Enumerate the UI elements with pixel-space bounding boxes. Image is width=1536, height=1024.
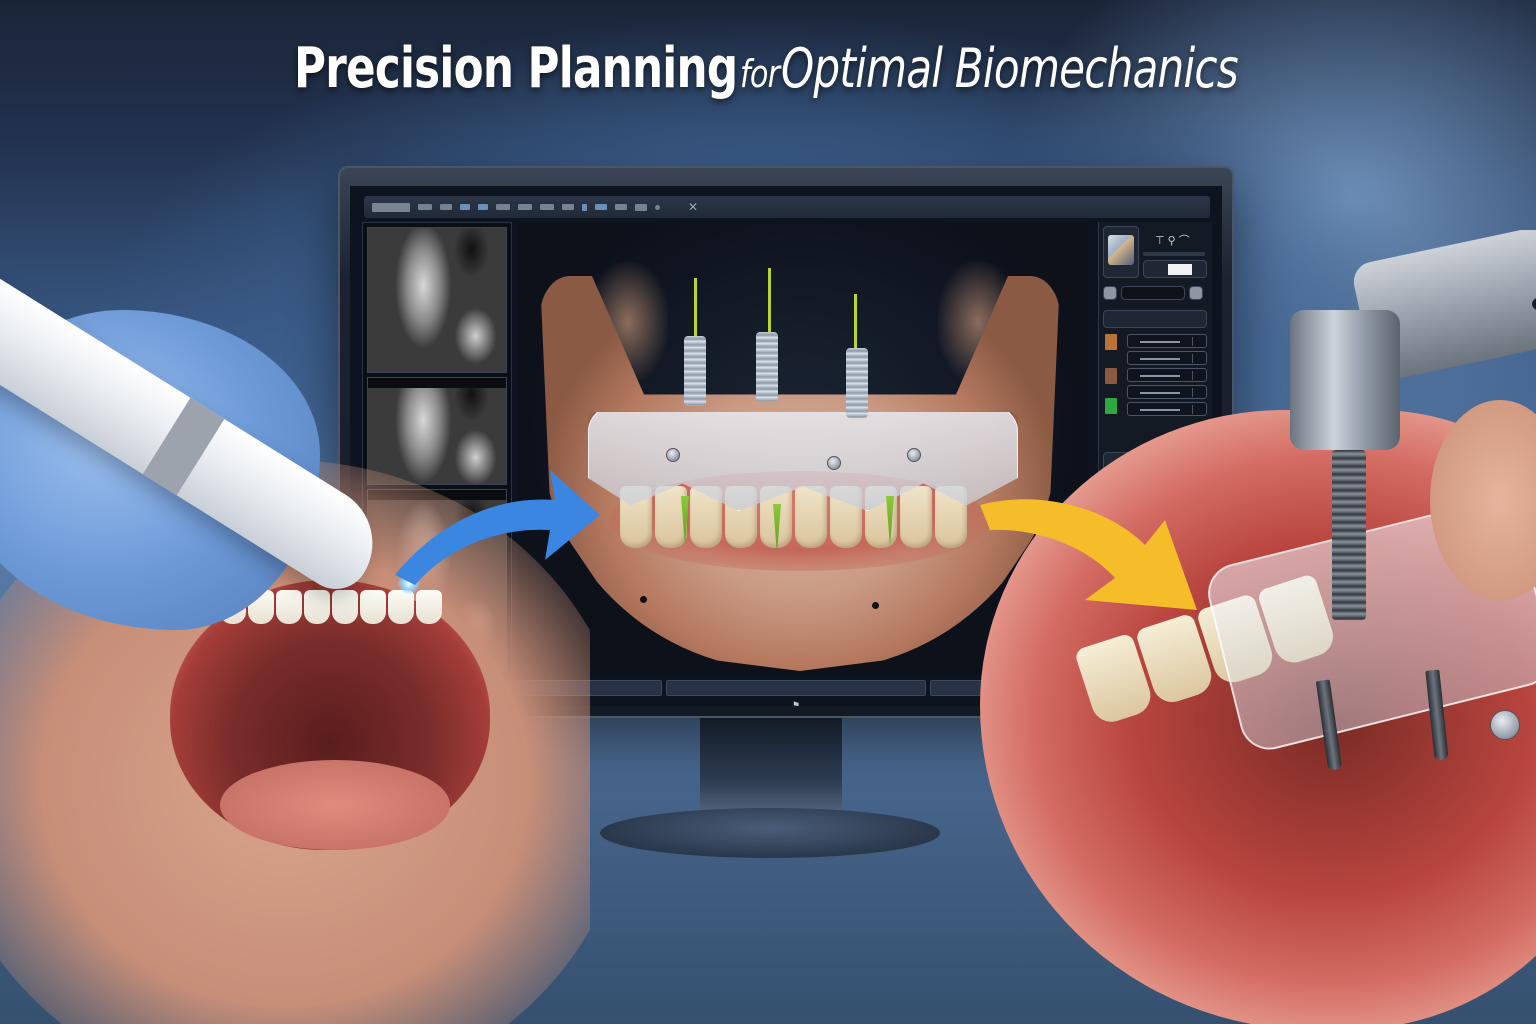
guide-screw-icon	[1490, 710, 1520, 740]
assistant-finger	[1430, 400, 1536, 600]
handpiece-head	[1290, 310, 1400, 450]
menu-item[interactable]	[562, 204, 574, 210]
tooth	[655, 486, 687, 548]
menu-item[interactable]	[418, 204, 432, 210]
menu-item[interactable]	[460, 204, 470, 210]
pin-icon[interactable]: ⚑	[792, 700, 801, 706]
headline-sub: Optimal Biomechanics	[781, 37, 1239, 100]
implant-tip	[773, 504, 781, 554]
thumbnail-image	[1108, 235, 1134, 265]
menu-item[interactable]	[635, 203, 647, 211]
toggle-left[interactable]	[1103, 286, 1117, 300]
tooth	[795, 486, 827, 548]
menu-item[interactable]	[615, 204, 627, 210]
menu-item[interactable]	[440, 204, 452, 210]
menu-item[interactable]	[540, 204, 554, 210]
guide-pin	[694, 278, 697, 368]
guided-surgery-scene	[960, 230, 1536, 1024]
toggle-right[interactable]	[1189, 286, 1203, 300]
headline: Precision Planning for Optimal Biomechan…	[0, 36, 1536, 101]
menu-item[interactable]	[478, 204, 488, 210]
color-swatch-3[interactable]	[1105, 398, 1117, 414]
slice-view-cross-section[interactable]	[367, 377, 507, 485]
menu-item[interactable]	[372, 202, 410, 212]
arrow-scan-to-plan-icon	[385, 455, 605, 595]
layer-row[interactable]	[1127, 402, 1207, 416]
implant-driver	[1332, 450, 1366, 620]
menu-item[interactable]	[582, 203, 587, 211]
close-icon[interactable]: ✕	[688, 200, 699, 214]
color-swatch-2[interactable]	[1105, 368, 1117, 384]
value-field[interactable]	[1121, 286, 1185, 300]
guide-screw-icon	[907, 448, 921, 462]
intraoral-scan-scene	[0, 220, 590, 1024]
implant-1[interactable]	[684, 336, 706, 406]
lower-teeth	[620, 486, 967, 548]
guide-screw-icon	[666, 448, 680, 462]
tooth	[900, 486, 932, 548]
guide-pin	[854, 294, 857, 374]
slice-header	[368, 378, 506, 388]
menu-bar: ✕	[364, 196, 1210, 218]
menu-item[interactable]	[496, 204, 510, 210]
menu-item[interactable]	[595, 204, 607, 210]
implant-tip	[681, 496, 689, 546]
guide-pin	[768, 268, 771, 358]
tongue	[220, 760, 450, 850]
preview-thumbnail[interactable]	[1103, 226, 1139, 278]
brush-tool[interactable]	[1143, 260, 1207, 278]
headline-main: Precision Planning	[293, 36, 738, 101]
mental-foramen	[640, 596, 647, 603]
implant-2[interactable]	[756, 332, 778, 402]
layer-row[interactable]	[1127, 351, 1207, 365]
layer-row[interactable]	[1127, 385, 1207, 399]
slider-track[interactable]	[1143, 252, 1205, 256]
layer-toolbar[interactable]	[1103, 310, 1207, 328]
monitor-stand-neck	[700, 714, 842, 824]
mental-foramen	[872, 602, 879, 609]
pin-icon[interactable]	[655, 204, 660, 210]
status-field	[666, 680, 926, 696]
color-swatch-1[interactable]	[1105, 334, 1117, 350]
monitor-stand-base	[600, 808, 940, 858]
layer-row[interactable]	[1127, 368, 1207, 382]
implant-tip	[886, 496, 894, 546]
implant-3[interactable]	[846, 348, 868, 418]
arrow-plan-to-surgery-icon	[975, 490, 1205, 620]
layer-row[interactable]	[1127, 334, 1207, 348]
headline-connector: for	[739, 52, 780, 96]
tool-icons[interactable]: ⊤ ⚲ ⌒	[1155, 235, 1190, 247]
guide-screw-icon	[827, 456, 841, 470]
color-preview	[1168, 264, 1192, 275]
menu-item[interactable]	[518, 204, 532, 210]
scanner-band	[142, 397, 225, 496]
slice-view-axial[interactable]	[367, 227, 507, 373]
